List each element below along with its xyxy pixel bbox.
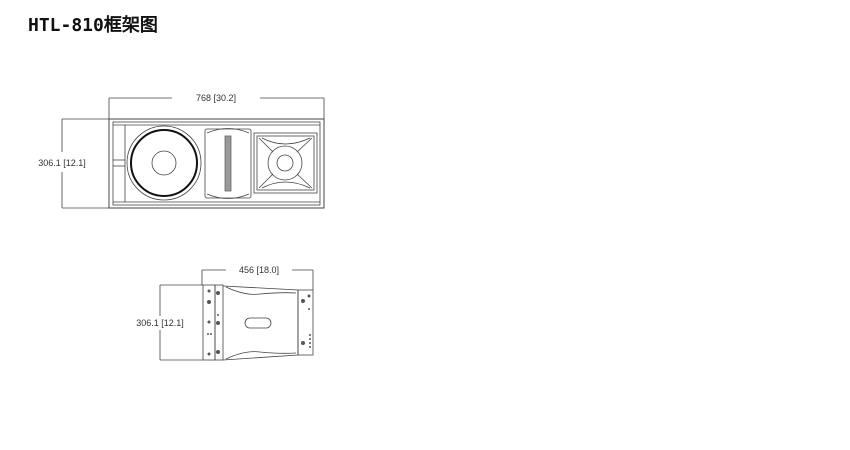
- woofer: [126, 125, 202, 201]
- page-title: HTL-810框架图: [28, 15, 158, 36]
- horn: [204, 128, 252, 199]
- front-width-label: 768 [30.2]: [196, 93, 236, 103]
- side-view: 456 [18.0] 306.1 [12.1]: [136, 265, 314, 361]
- side-height-label: 306.1 [12.1]: [136, 318, 184, 328]
- compression-driver: [253, 132, 318, 194]
- front-view: 768 [30.2] 306.1 [12.1]: [38, 93, 325, 209]
- side-depth-label: 456 [18.0]: [239, 265, 279, 275]
- front-height-label: 306.1 [12.1]: [38, 158, 86, 168]
- handle: [244, 317, 272, 329]
